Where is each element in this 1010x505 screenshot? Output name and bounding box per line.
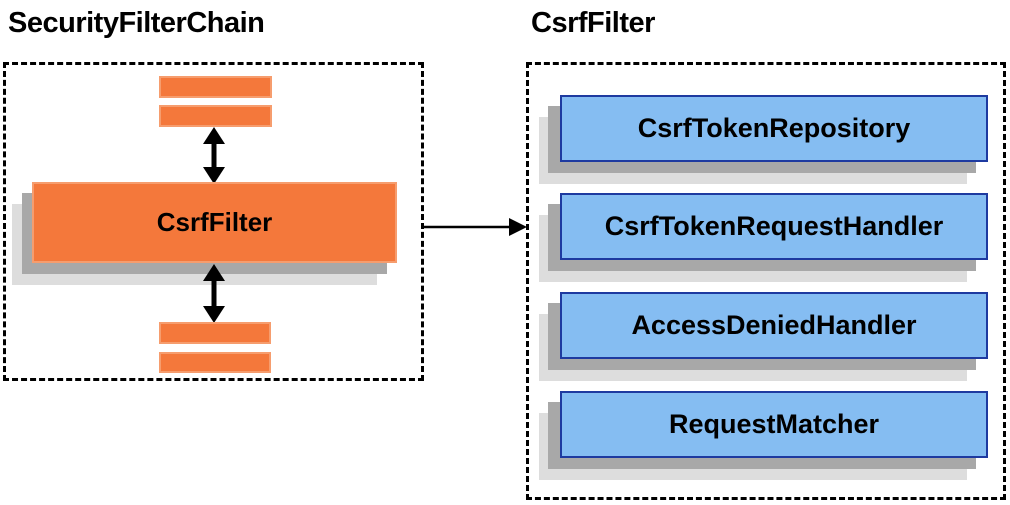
- filter-chain-bar-bottom-2: [159, 352, 271, 373]
- filter-chain-bar-top-2: [159, 105, 272, 127]
- component-label: CsrfTokenRepository: [637, 113, 911, 143]
- right-arrow-icon: [424, 218, 527, 236]
- component-label: AccessDeniedHandler: [631, 310, 917, 340]
- component-label: RequestMatcher: [668, 409, 880, 439]
- security-filter-chain-title: SecurityFilterChain: [8, 7, 265, 39]
- security-filter-chain-container: [3, 62, 424, 381]
- csrf-filter-title: CsrfFilter: [531, 7, 655, 39]
- component-box-csrf-token-repository: CsrfTokenRepository: [560, 95, 988, 162]
- component-label: CsrfTokenRequestHandler: [604, 211, 944, 241]
- up-down-arrow-icon: [203, 264, 225, 323]
- filter-chain-bar-top-1: [159, 76, 272, 98]
- csrf-filter-box-label: CsrfFilter: [156, 207, 273, 237]
- component-box-csrf-token-request-handler: CsrfTokenRequestHandler: [560, 193, 988, 260]
- filter-chain-bar-bottom-1: [159, 322, 271, 344]
- csrf-filter-box: CsrfFilter: [32, 182, 397, 263]
- component-box-request-matcher: RequestMatcher: [560, 391, 988, 458]
- component-box-access-denied-handler: AccessDeniedHandler: [560, 292, 988, 359]
- csrf-filter-container: [526, 62, 1006, 500]
- up-down-arrow-icon: [203, 127, 225, 184]
